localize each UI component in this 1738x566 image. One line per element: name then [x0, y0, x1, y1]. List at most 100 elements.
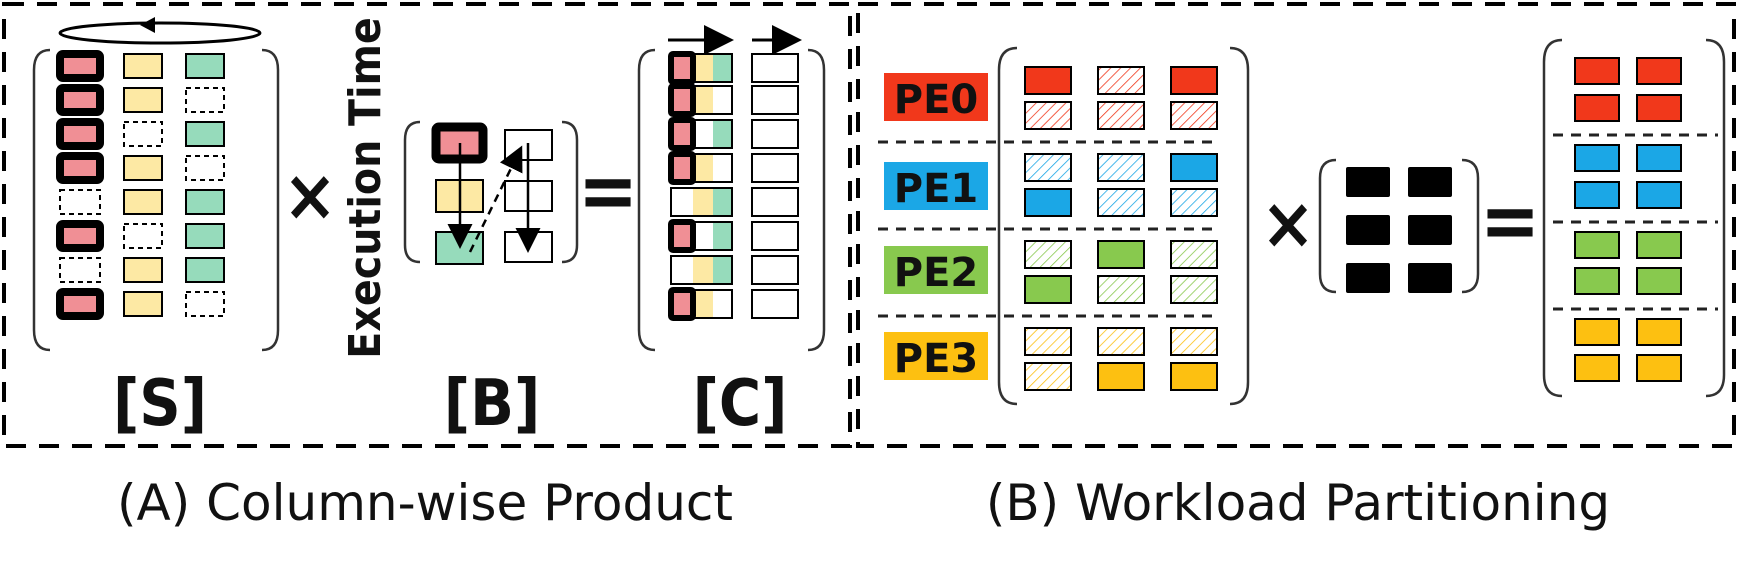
nonzero-cell: [185, 189, 225, 215]
dense-cell: [1346, 215, 1390, 245]
result-cell: [751, 153, 799, 183]
zero-cell: [1024, 101, 1072, 130]
partial-sum-segment: [693, 154, 713, 182]
pe-label-bg: [884, 73, 988, 121]
result-cell: [751, 85, 799, 115]
result-cell: [1574, 318, 1620, 346]
dense-matrix: [1318, 158, 1480, 294]
result-cell: [1636, 231, 1682, 259]
nonzero-cell: [123, 257, 163, 283]
zero-cell: [1170, 240, 1218, 269]
nonzero-cell: [1170, 362, 1218, 391]
result-cell: [1636, 267, 1682, 295]
partial-sum-segment: [713, 154, 732, 182]
highlight-cell: [668, 83, 696, 117]
result-cell: [751, 119, 799, 149]
partial-sum-segment: [693, 54, 713, 82]
result-cell: [1574, 354, 1620, 382]
caption-b: (B) Workload Partitioning: [986, 474, 1610, 532]
nonzero-cell: [56, 84, 104, 116]
nonzero-cell: [1024, 275, 1072, 304]
sparse-matrix-partitioned: [878, 46, 1250, 406]
panel-b-frame: [856, 2, 1736, 448]
partial-sum-segment: [693, 290, 713, 318]
result-cell: [1636, 144, 1682, 172]
highlight-cell: [668, 219, 696, 253]
dense-cell: [1408, 167, 1452, 197]
partial-sum-segment: [713, 86, 732, 114]
zero-cell: [1097, 153, 1145, 182]
zero-cell: [185, 291, 225, 317]
result-matrix-partitioned: [1542, 38, 1726, 398]
result-cell: [1574, 231, 1620, 259]
zero-cell: [1097, 275, 1145, 304]
nonzero-cell: [185, 257, 225, 283]
dense-cell: [1408, 263, 1452, 293]
pe-label-2: PE2: [884, 246, 988, 296]
label-b: [B]: [444, 367, 541, 441]
nonzero-cell: [123, 53, 163, 79]
pe-label-bg: [884, 332, 988, 380]
result-cell: [751, 255, 799, 285]
zero-cell: [59, 189, 101, 215]
zero-cell: [1024, 327, 1072, 356]
result-cell: [751, 289, 799, 319]
nonzero-cell: [1170, 153, 1218, 182]
partial-sum-segment: [693, 120, 713, 148]
result-cell: [1574, 144, 1620, 172]
result-cell: [1636, 181, 1682, 209]
partial-sum-segment: [671, 54, 693, 82]
panel-a-frame: [2, 2, 852, 448]
highlight-cell: [668, 287, 696, 321]
partial-sum-segment: [671, 120, 693, 148]
result-cell: [751, 53, 799, 83]
dense-cell: [1346, 263, 1390, 293]
zero-cell: [1170, 188, 1218, 217]
diagonal-arrow-icon: [468, 145, 523, 253]
partial-sum-segment: [671, 154, 693, 182]
partial-sum-segment: [693, 86, 713, 114]
partial-sum-segment: [713, 222, 732, 250]
pe-label-text: PE1: [894, 166, 978, 212]
nonzero-cell: [1097, 240, 1145, 269]
zero-cell: [1097, 101, 1145, 130]
pe-label-0: PE0: [884, 73, 988, 123]
execution-time-label: Execution Time: [340, 17, 391, 358]
zero-cell: [1170, 101, 1218, 130]
zero-cell: [123, 121, 163, 147]
result-cell: [670, 187, 733, 217]
nonzero-cell: [123, 291, 163, 317]
result-cell: [1574, 94, 1620, 122]
result-cell: [1636, 354, 1682, 382]
nonzero-cell: [56, 50, 104, 82]
nonzero-cell: [123, 155, 163, 181]
zero-cell: [1097, 327, 1145, 356]
dense-cell: [1408, 215, 1452, 245]
partial-sum-segment: [671, 222, 693, 250]
matrix-b: [403, 120, 579, 265]
partial-sum-segment: [713, 188, 732, 216]
nonzero-cell: [56, 118, 104, 150]
result-cell: [751, 187, 799, 217]
times-symbol-b: ×: [1261, 181, 1315, 265]
nonzero-cell: [56, 220, 104, 252]
zero-cell: [1097, 66, 1145, 95]
pe-label-text: PE0: [894, 77, 978, 123]
zero-cell: [1024, 362, 1072, 391]
equals-symbol-a: =: [578, 144, 638, 237]
equals-symbol-b: =: [1480, 174, 1540, 267]
zero-cell: [1024, 240, 1072, 269]
zero-cell: [185, 87, 225, 113]
pe-label-1: PE1: [884, 162, 988, 212]
nonzero-cell: [1097, 362, 1145, 391]
nonzero-cell: [1024, 66, 1072, 95]
partial-sum-segment: [713, 290, 732, 318]
caption-a: (A) Column-wise Product: [117, 474, 733, 532]
partial-sum-segment: [693, 256, 713, 284]
partial-sum-segment: [713, 256, 732, 284]
matrix-s: [32, 48, 280, 352]
nonzero-cell: [185, 121, 225, 147]
zero-cell: [185, 155, 225, 181]
pe-label-text: PE2: [894, 250, 978, 296]
